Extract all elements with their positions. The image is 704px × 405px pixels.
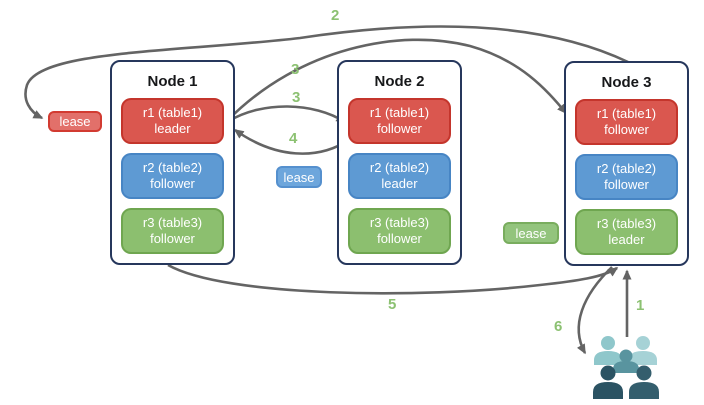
arrow-step-5 xyxy=(167,263,619,295)
node1-replica-r1: r1 (table1) leader xyxy=(121,98,224,144)
replica-label: r2 (table2) xyxy=(369,160,430,175)
replica-role: follower xyxy=(377,231,422,246)
node-3-box: Node 3 r1 (table1) follower r2 (table2) … xyxy=(564,61,689,266)
replica-label: r1 (table1) xyxy=(369,105,430,120)
node2-replica-r1: r1 (table1) follower xyxy=(348,98,451,144)
person-back-left xyxy=(594,336,622,365)
replica-role: leader xyxy=(381,176,418,191)
replica-label: r3 (table3) xyxy=(142,215,203,230)
replica-role: leader xyxy=(608,232,645,247)
person-middle xyxy=(613,349,639,373)
arrow-step-6-to-users xyxy=(576,266,613,355)
node1-replica-r3: r3 (table3) follower xyxy=(121,208,224,254)
person-front-left xyxy=(593,365,623,399)
replica-role: leader xyxy=(154,121,191,136)
replica-label: r3 (table3) xyxy=(596,216,657,231)
lease-badge-table1: lease xyxy=(48,111,102,132)
step-label-5: 5 xyxy=(388,296,397,313)
node2-replica-r2: r2 (table2) leader xyxy=(348,153,451,199)
step-label-3b: 3 xyxy=(292,89,301,106)
step-label-6: 6 xyxy=(554,318,563,335)
replica-role: follower xyxy=(604,177,649,192)
lease-badge-table2: lease xyxy=(276,166,322,188)
node3-replica-r2: r2 (table2) follower xyxy=(575,154,678,200)
node2-replica-r3: r3 (table3) follower xyxy=(348,208,451,254)
step-label-1: 1 xyxy=(636,297,645,314)
person-front-right xyxy=(629,365,659,399)
step-label-4: 4 xyxy=(289,130,298,147)
users-icon xyxy=(593,336,659,399)
arrow-step-3-to-node3 xyxy=(228,38,567,120)
node1-replica-r2: r2 (table2) follower xyxy=(121,153,224,199)
replica-label: r2 (table2) xyxy=(142,160,203,175)
replica-label: r1 (table1) xyxy=(596,106,657,121)
replica-role: follower xyxy=(604,122,649,137)
node-2-title: Node 2 xyxy=(374,73,425,90)
replica-role: follower xyxy=(377,121,422,136)
node-3-title: Node 3 xyxy=(601,74,652,91)
node-2-box: Node 2 r1 (table1) follower r2 (table2) … xyxy=(337,60,462,265)
arrow-step-2 xyxy=(24,25,629,120)
replica-label: r2 (table2) xyxy=(596,161,657,176)
node3-replica-r1: r1 (table1) follower xyxy=(575,99,678,145)
replica-label: r3 (table3) xyxy=(369,215,430,230)
replica-role: follower xyxy=(150,231,195,246)
arrow-step-3-to-node2 xyxy=(228,105,347,124)
lease-badge-table3: lease xyxy=(503,222,559,244)
node-1-box: Node 1 r1 (table1) leader r2 (table2) fo… xyxy=(110,60,235,265)
person-back-right xyxy=(629,336,657,365)
step-label-3a: 3 xyxy=(291,61,300,78)
replica-label: r1 (table1) xyxy=(142,105,203,120)
node3-replica-r3: r3 (table3) leader xyxy=(575,209,678,255)
step-label-2: 2 xyxy=(331,7,340,24)
replica-role: follower xyxy=(150,176,195,191)
node-1-title: Node 1 xyxy=(147,73,198,90)
